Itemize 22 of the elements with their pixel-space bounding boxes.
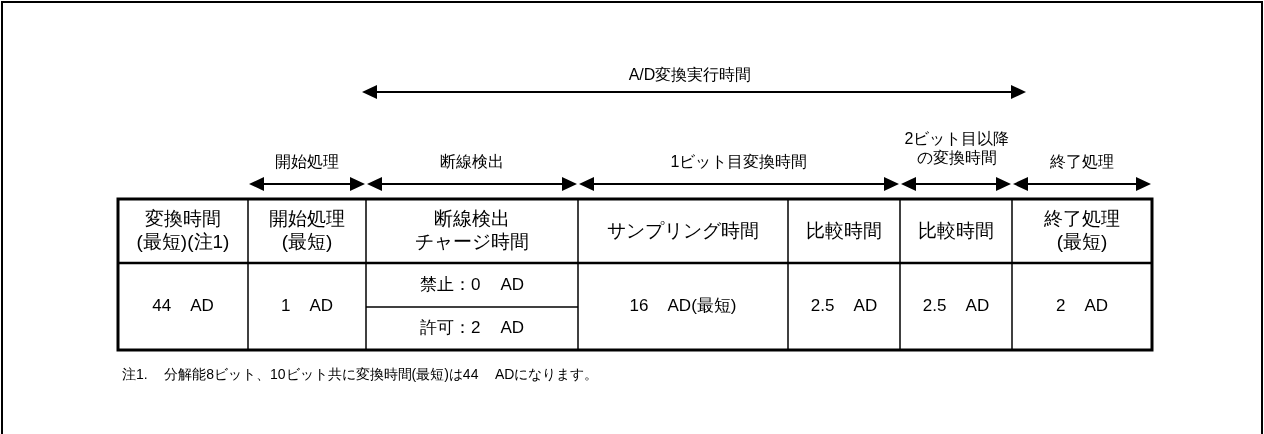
column-header: 比較時間 [917, 218, 995, 243]
cell-value: 2 AD [1054, 295, 1110, 318]
dimension-label: 2ビット目以降の変換時間 [903, 128, 1011, 168]
column-header: 変換時間(最短)(注1) [135, 207, 231, 254]
dimension-label: 断線検出 [439, 152, 505, 173]
dimension-label: 開始処理 [274, 152, 340, 173]
dimension-label: A/D変換実行時間 [627, 65, 753, 86]
dimension-label: 終了処理 [1049, 152, 1115, 173]
column-header: サンプリング時間 [606, 218, 760, 243]
cell-value: 16 AD(最短) [628, 295, 738, 318]
footnote: 注1. 分解能8ビット、10ビット共に変換時間(最短)は44 ADになります。 [121, 364, 600, 384]
column-header: 比較時間 [805, 218, 883, 243]
column-header: 開始処理(最短) [268, 207, 346, 254]
cell-value: 2.5 AD [921, 295, 991, 318]
cell-value: 2.5 AD [809, 295, 879, 318]
column-header: 終了処理(最短) [1043, 207, 1121, 254]
cell-value: 1 AD [279, 295, 335, 318]
dimension-label: 1ビット目変換時間 [669, 152, 809, 173]
cell-value: 44 AD [151, 295, 215, 318]
cell-value: 禁止：0 AD [418, 273, 526, 296]
column-header: 断線検出チャージ時間 [414, 207, 530, 254]
cell-value: 許可：2 AD [418, 317, 526, 340]
